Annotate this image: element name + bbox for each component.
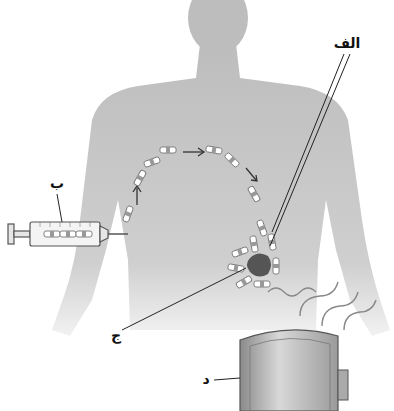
- capsule: [228, 264, 245, 273]
- capsule: [76, 231, 92, 237]
- part-label: ج: [111, 328, 121, 343]
- external-device: [240, 330, 348, 411]
- leader-lines: [57, 54, 350, 380]
- nanocapsules: [44, 146, 279, 289]
- syringe: [8, 222, 128, 246]
- capsule: [44, 231, 60, 237]
- capsule: [133, 170, 146, 187]
- part-label: ب: [50, 176, 64, 191]
- tumor: [247, 253, 271, 276]
- capsule: [236, 275, 253, 288]
- capsule: [247, 186, 260, 203]
- capsule: [122, 205, 133, 222]
- capsule: [224, 152, 240, 168]
- capsule: [250, 236, 259, 253]
- capsule: [231, 246, 248, 257]
- part-label: الف: [334, 36, 361, 51]
- capsule: [256, 219, 267, 236]
- field-waves: [268, 282, 376, 330]
- body-silhouette: [52, 0, 390, 336]
- part-label: د: [202, 372, 209, 387]
- capsule: [160, 147, 176, 153]
- flow-arrows: [133, 148, 257, 205]
- capsule: [206, 146, 223, 155]
- capsule: [273, 258, 279, 274]
- capsule: [143, 156, 160, 167]
- capsule: [60, 231, 76, 237]
- capsule: [254, 281, 270, 287]
